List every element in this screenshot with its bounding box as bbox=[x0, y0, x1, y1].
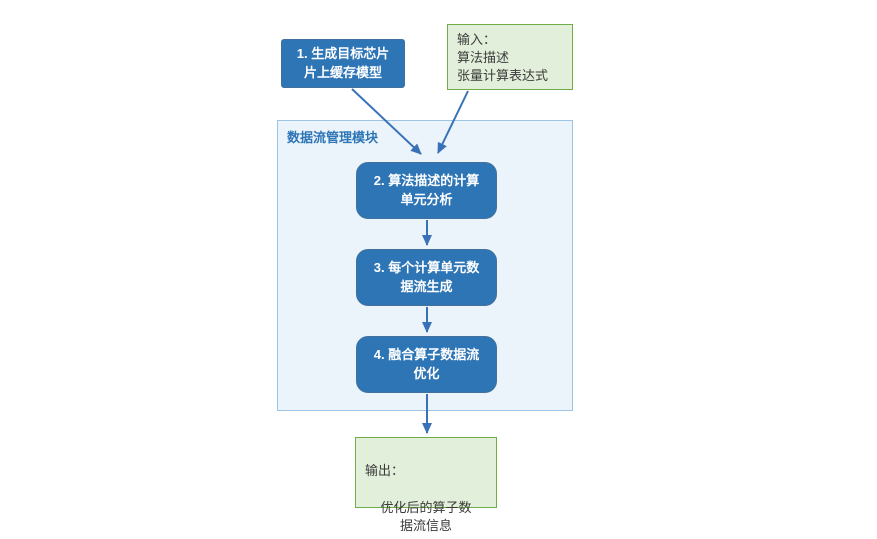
node-step4-fused-operator-optimization: 4. 融合算子数据流 优化 bbox=[356, 336, 497, 393]
node-step3-dataflow-generation: 3. 每个计算单元数 据流生成 bbox=[356, 249, 497, 306]
dataflow-module-label: 数据流管理模块 bbox=[287, 130, 379, 145]
node-input: 输入： 算法描述 张量计算表达式 bbox=[447, 24, 573, 90]
node-step2-compute-unit-analysis: 2. 算法描述的计算 单元分析 bbox=[356, 162, 497, 219]
output-title: 输出： bbox=[365, 463, 405, 479]
node-output: 输出： 优化后的算子数 据流信息 bbox=[355, 437, 497, 533]
node-step1-generate-cache-model: 1. 生成目标芯片 片上缓存模型 bbox=[281, 39, 405, 88]
output-body: 优化后的算子数 据流信息 bbox=[380, 499, 472, 533]
